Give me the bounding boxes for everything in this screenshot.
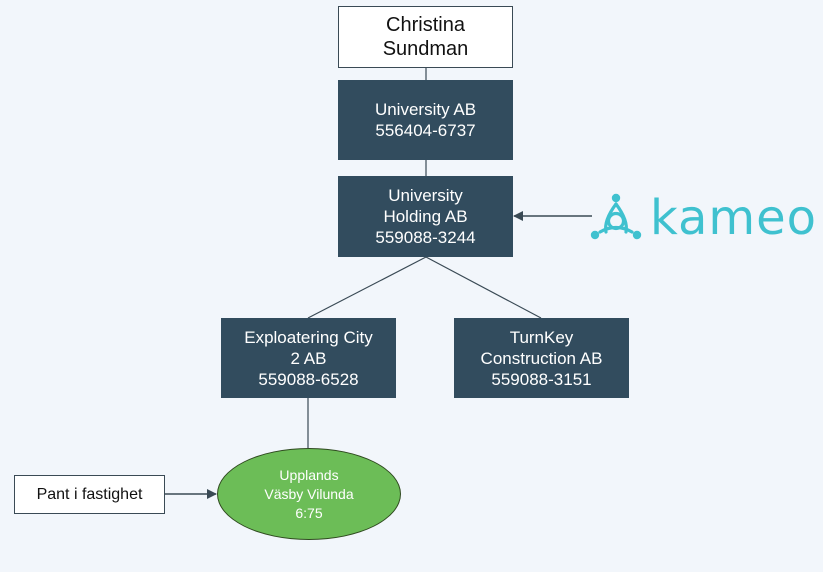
connector-holding-to-right [425,256,542,319]
collateral-box: Pant i fastighet [14,475,165,514]
sub-right-name-line2: Construction AB [480,348,603,368]
sub-left-name-line2: 2 AB [290,348,327,368]
collateral-label: Pant i fastighet [36,485,143,503]
company-exploatering-city: Exploatering City 2 AB 559088-6528 [221,318,396,398]
property-line1: Upplands [279,466,339,483]
property-ellipse: Upplands Väsby Vilunda 6:75 [217,448,401,540]
company-org-nr: 556404-6737 [375,121,476,140]
holding-name-line2: Holding AB [383,207,468,226]
kameo-logo-text: kameo [650,190,818,246]
sub-left-org-nr: 559088-6528 [258,369,359,389]
company-turnkey-construction: TurnKey Construction AB 559088-3151 [454,318,629,398]
sub-left-name-line1: Exploatering City [244,327,373,347]
person-box: Christina Sundman [338,6,513,68]
person-last-name: Sundman [382,38,469,60]
kameo-logo-icon [590,193,642,240]
company-name: University AB [374,100,477,119]
holding-org-nr: 559088-3244 [375,228,476,247]
holding-name-line1: University [388,186,463,205]
sub-right-org-nr: 559088-3151 [491,369,592,389]
company-university-ab: University AB 556404-6737 [338,80,513,160]
kameo-logo: kameo [588,188,818,248]
property-line2: Väsby Vilunda [264,485,354,502]
company-university-holding: University Holding AB 559088-3244 [338,176,513,257]
sub-right-name-line1: TurnKey [509,327,574,347]
connector-holding-to-left [307,256,427,319]
property-line3: 6:75 [295,504,323,521]
person-first-name: Christina [386,14,465,36]
